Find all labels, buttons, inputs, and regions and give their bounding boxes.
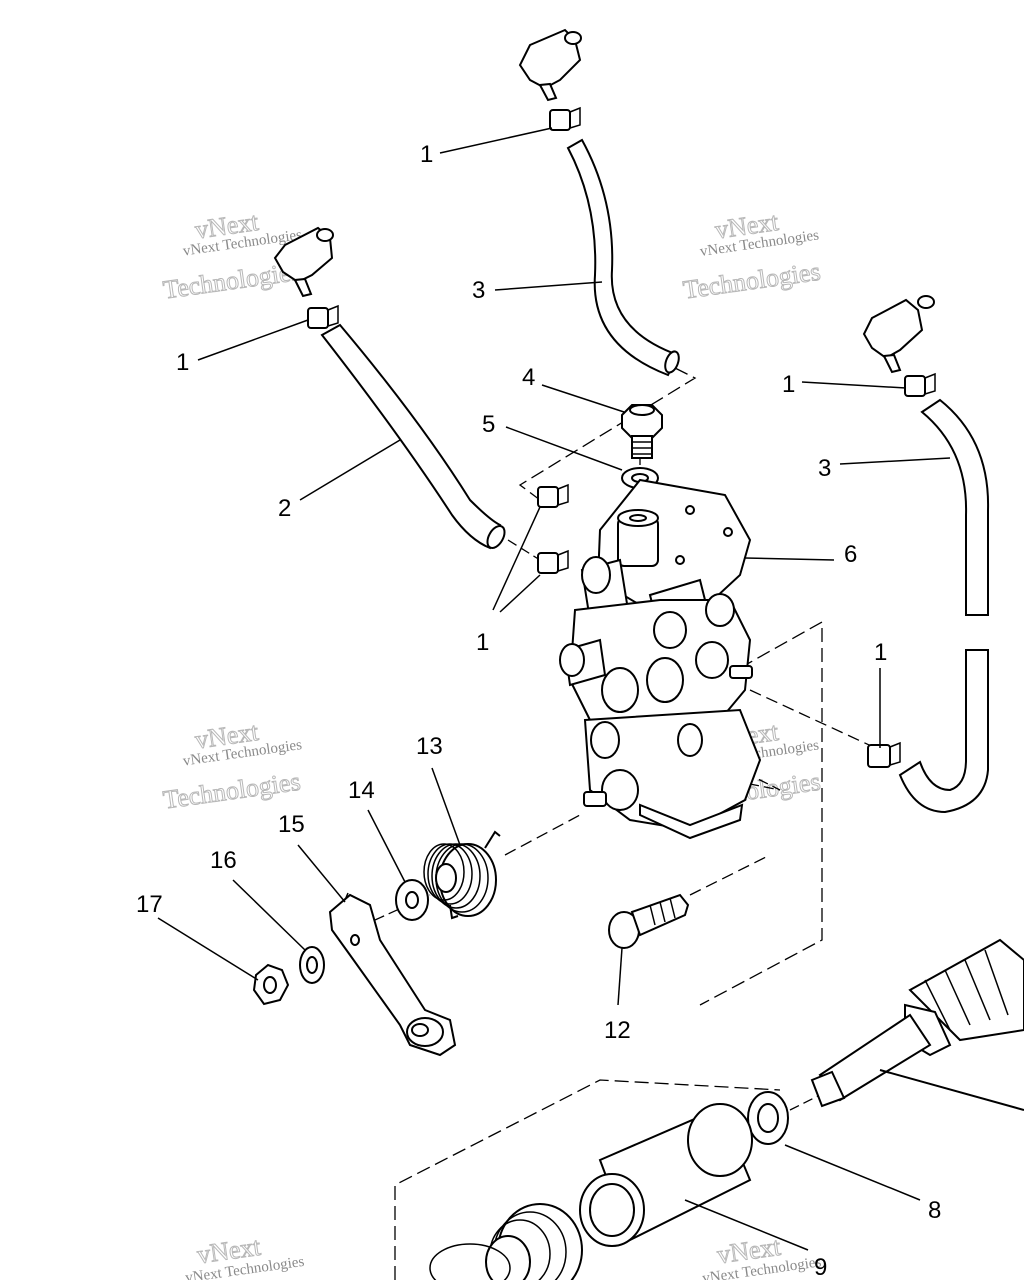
hose-lower-right	[898, 649, 989, 814]
watermark-bottom-right: vNext vNext Technologies	[701, 1231, 822, 1280]
drive-shaft	[810, 938, 1024, 1111]
callout-1-top: 1	[420, 141, 433, 168]
callout-6: 6	[844, 541, 857, 568]
callout-3-right: 3	[818, 455, 831, 482]
watermark-top-right: vNext vNext Technologies Technologies	[681, 206, 823, 305]
bottom-spring	[429, 1203, 583, 1280]
watermark-mid-left: vNext vNext Technologies Technologies	[161, 716, 303, 815]
callout-16: 16	[210, 847, 237, 874]
callout-15: 15	[278, 811, 305, 838]
callout-2: 2	[278, 495, 291, 522]
hex-nut	[252, 963, 290, 1006]
hose-right	[920, 398, 990, 616]
clamp-pump-lower	[537, 549, 569, 574]
svg-text:Technologies: Technologies	[681, 257, 822, 305]
callout-13: 13	[416, 733, 443, 760]
svg-text:Technologies: Technologies	[161, 767, 302, 815]
elbow-fitting-left	[273, 226, 334, 298]
shim-washer	[747, 1091, 789, 1145]
callout-3-top: 3	[472, 277, 485, 304]
callout-14: 14	[348, 777, 375, 804]
clamp-pump-upper	[537, 483, 569, 508]
elbow-fitting-right	[862, 295, 935, 374]
callout-1-pump: 1	[476, 629, 489, 656]
clamp-top	[549, 106, 581, 131]
return-spring	[423, 830, 501, 920]
clamp-right	[904, 372, 936, 397]
callout-5: 5	[482, 411, 495, 438]
callouts: 1 1 1 1 1 2 3 3 4 5 6 8 9 12 13 14 15 16…	[136, 141, 941, 1280]
callout-1-right: 1	[782, 371, 795, 398]
callout-9: 9	[814, 1254, 827, 1280]
clamp-lower-right	[867, 741, 901, 768]
control-lever	[328, 892, 457, 1057]
clamp-left	[307, 304, 339, 329]
banjo-bolt	[621, 404, 663, 459]
sleeve	[579, 1103, 753, 1247]
callout-12: 12	[604, 1017, 631, 1044]
mounting-screw	[608, 893, 690, 949]
hose-top	[566, 138, 680, 377]
hose-left	[320, 323, 506, 550]
lock-washer	[299, 946, 325, 984]
callout-4: 4	[522, 364, 535, 391]
washer-14	[395, 879, 429, 921]
callout-17: 17	[136, 891, 163, 918]
oil-pump	[559, 478, 762, 840]
callout-1-left: 1	[176, 349, 189, 376]
callout-1-lower-right: 1	[874, 639, 887, 666]
callout-8: 8	[928, 1197, 941, 1224]
watermark-bottom-left: vNext vNext Technologies	[184, 1231, 305, 1280]
leader-lines	[157, 127, 951, 1251]
elbow-fitting-top	[518, 28, 582, 102]
